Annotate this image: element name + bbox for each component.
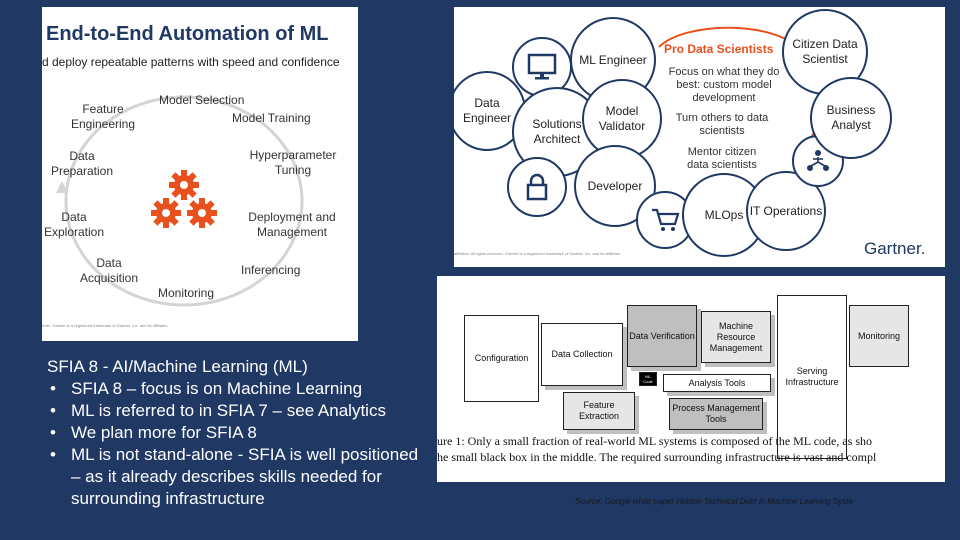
role-model-validator: Model Validator [582,79,662,159]
stage-feature-engineering: Feature Engineering [70,102,136,131]
pro-data-scientists-title: Pro Data Scientists [664,42,774,56]
automation-footnote: rtner. Gartner is a registered trademark… [42,323,169,328]
stage-data-preparation: Data Preparation [50,149,114,178]
caption-line-2: he small black box in the middle. The re… [437,450,877,464]
sfia-bullet-list: • SFIA 8 – focus is on Machine Learning •… [47,378,421,510]
gartner-logo: Gartner. [864,239,926,258]
pro-line-2: Turn others to data scientists [675,112,769,137]
box-serving-infrastructure: Serving Infrastructure [777,295,847,459]
stage-deployment: Deployment and Management [248,210,336,239]
hidden-debt-figure: Configuration Data Collection Data Verif… [437,276,945,482]
bullet-dot: • [50,445,56,464]
stage-monitoring: Monitoring [158,286,215,300]
sfia-heading: SFIA 8 - AI/Machine Learning (ML) [47,357,308,376]
sfia-bullet: • ML is referred to in SFIA 7 – see Analy… [47,400,421,422]
monitor-icon [527,53,557,80]
automation-subtitle: d deploy repeatable patterns with speed … [42,55,340,69]
gears-icon [151,170,217,228]
stage-inferencing: Inferencing [241,263,301,277]
sfia-bullet: • ML is not stand-alone - SFIA is well po… [47,444,421,510]
sfia-bullet-text: SFIA 8 – focus is on Machine Learning [71,379,363,398]
role-monitor-bubble [512,37,572,97]
roles-footnote: affiliates. All rights reserved. Gartner… [454,251,622,256]
bullet-dot: • [50,423,56,442]
box-configuration: Configuration [464,315,539,402]
role-lock-bubble [507,157,567,217]
lock-icon [526,173,548,201]
sfia-bullet: • SFIA 8 – focus is on Machine Learning [47,378,421,400]
pro-line-3: Mentor citizen data scientists [687,146,757,171]
network-people-icon [807,150,829,171]
figure-caption: ure 1: Only a small fraction of real-wor… [437,433,876,465]
pro-line-1: Focus on what they do best: custom model… [668,66,780,104]
box-feature-extraction: Feature Extraction [563,392,635,430]
cart-icon [652,208,680,231]
roles-figure: ML Engineer Data Engineer Solutions Arch… [454,7,945,267]
sfia-text-block: SFIA 8 - AI/Machine Learning (ML) • SFIA … [47,356,421,510]
box-data-collection: Data Collection [541,323,623,386]
bullet-dot: • [50,401,56,420]
box-monitoring: Monitoring [849,305,909,367]
role-business-analyst: Business Analyst [810,77,892,159]
box-process-management-tools: Process Management Tools [669,398,763,430]
stage-data-acquisition: Data Acquisition [79,256,139,285]
sfia-bullet-text: We plan more for SFIA 8 [71,423,257,442]
source-note: Source: Google white paper Hidden Techni… [575,497,854,506]
automation-title: End-to-End Automation of ML [46,23,329,45]
box-analysis-tools: Analysis Tools [663,374,771,392]
stage-data-exploration: Data Exploration [43,210,105,239]
cycle-ring [56,95,304,307]
stage-model-training: Model Training [232,111,311,125]
stage-model-selection: Model Selection [159,93,245,107]
automation-figure: End-to-End Automation of ML d deploy rep… [42,7,358,341]
bullet-dot: • [50,379,56,398]
stage-hyperparameter-tuning: Hyperparameter Tuning [249,148,337,177]
sfia-bullet: • We plan more for SFIA 8 [47,422,421,444]
sfia-bullet-text: ML is referred to in SFIA 7 – see Analyt… [71,401,386,420]
sfia-bullet-text: ML is not stand-alone - SFIA is well pos… [71,445,419,508]
box-machine-resource-management: Machine Resource Management [701,311,771,363]
caption-line-1: ure 1: Only a small fraction of real-wor… [437,434,873,448]
role-it-operations: IT Operations [746,171,826,251]
box-ml-code: ML Code [639,372,657,386]
box-data-verification: Data Verification [627,305,697,367]
